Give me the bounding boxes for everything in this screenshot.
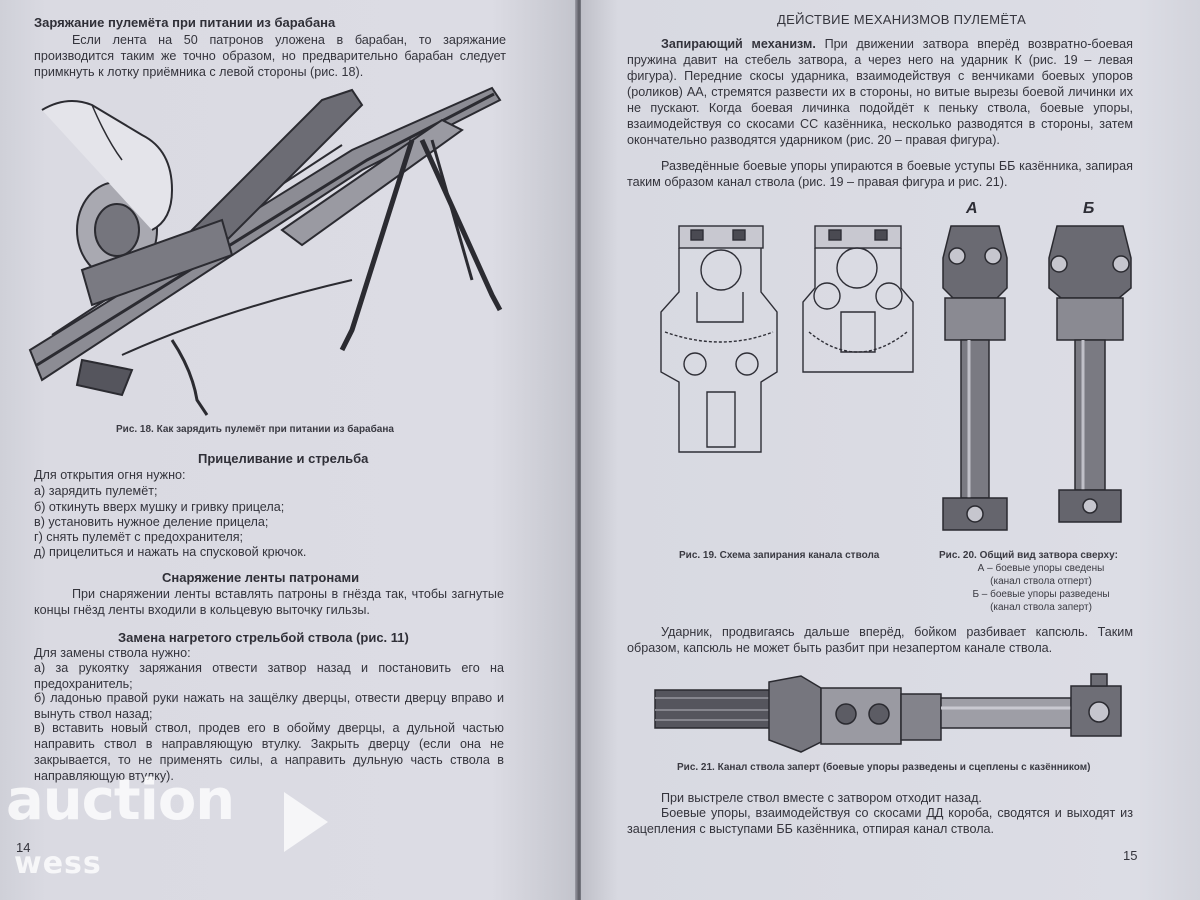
paragraph-belt: При снаряжении ленты вставлять патроны в… — [34, 587, 504, 617]
left-page: Заряжание пулемёта при питании из бараба… — [0, 0, 578, 900]
aiming-step: д) прицелиться и нажать на спусковой крю… — [34, 545, 307, 559]
section-title-barrel: Замена нагретого стрельбой ствола (рис. … — [118, 630, 409, 645]
aiming-step: в) установить нужное деление прицела; — [34, 515, 269, 529]
figure-19-caption: Рис. 19. Схема запирания канала ствола — [679, 550, 880, 561]
locking-text: При движении затвора вперёд возвратно-бо… — [627, 37, 1134, 147]
figure-20-line: Б – боевые упоры разведены — [972, 589, 1110, 600]
page-header: ДЕЙСТВИЕ МЕХАНИЗМОВ ПУЛЕМЁТА — [777, 12, 1027, 27]
aiming-step: б) откинуть вверх мушку и гривку прицела… — [34, 500, 285, 514]
barrel-step: а) за рукоятку заряжания отвести затвор … — [34, 661, 504, 691]
figure-20-label-b: Б — [1083, 200, 1095, 217]
book-gutter — [575, 0, 583, 900]
figure-20-bolt-a — [937, 218, 1013, 536]
paragraph-recoil-1: При выстреле ствол вместе с затвором отх… — [661, 791, 982, 805]
watermark-play-icon — [282, 790, 330, 859]
figure-19-right-schematic — [799, 222, 917, 378]
figure-19-left-schematic — [657, 222, 781, 454]
figure-20-line: (канал ствола заперт) — [990, 602, 1092, 613]
barrel-step: б) ладонью правой руки нажать на защёлку… — [34, 691, 504, 721]
figure-18-caption: Рис. 18. Как зарядить пулемёт при питани… — [116, 424, 394, 435]
figure-21-caption: Рис. 21. Канал ствола заперт (боевые упо… — [677, 762, 1091, 773]
figure-20-line: (канал ствола отперт) — [990, 576, 1092, 587]
paragraph-recoil-2: Боевые упоры, взаимодействуя со скосами … — [627, 806, 1133, 836]
aiming-intro: Для открытия огня нужно: — [34, 468, 186, 482]
figure-20-line: А – боевые упоры сведены — [977, 563, 1105, 574]
figure-18-illustration — [22, 80, 506, 422]
paragraph-locking: Запирающий механизм. При движении затвор… — [627, 36, 1133, 148]
figure-20-bolt-b — [1045, 218, 1135, 536]
figure-20-label-a: А — [966, 200, 978, 217]
section-title-loading: Заряжание пулемёта при питании из бараба… — [34, 15, 336, 30]
paragraph-striker: Ударник, продвигаясь дальше вперёд, бойк… — [627, 625, 1133, 655]
figure-20-caption: Рис. 20. Общий вид затвора сверху: — [939, 550, 1118, 561]
page-number-right: 15 — [1123, 848, 1138, 863]
paragraph-locking-2: Разведённые боевые упоры упираются в бое… — [627, 159, 1133, 189]
watermark-logo-subtext: wess — [14, 846, 102, 881]
figure-21-barrel-illustration — [651, 668, 1141, 758]
barrel-step: в) вставить новый ствол, продев его в об… — [34, 721, 504, 783]
right-page: ДЕЙСТВИЕ МЕХАНИЗМОВ ПУЛЕМЁТА Запирающий … — [581, 0, 1200, 900]
aiming-step: а) зарядить пулемёт; — [34, 484, 158, 498]
watermark-logo-text: auction — [6, 768, 235, 833]
section-title-aiming: Прицеливание и стрельба — [198, 451, 369, 466]
locking-title: Запирающий механизм. — [661, 37, 816, 51]
barrel-intro: Для замены ствола нужно: — [34, 646, 191, 660]
section-title-belt: Снаряжение ленты патронами — [162, 570, 360, 585]
aiming-step: г) снять пулемёт с предохранителя; — [34, 530, 244, 544]
page-number-left: 14 — [16, 840, 31, 855]
paragraph-loading: Если лента на 50 патронов уложена в бара… — [34, 33, 506, 79]
